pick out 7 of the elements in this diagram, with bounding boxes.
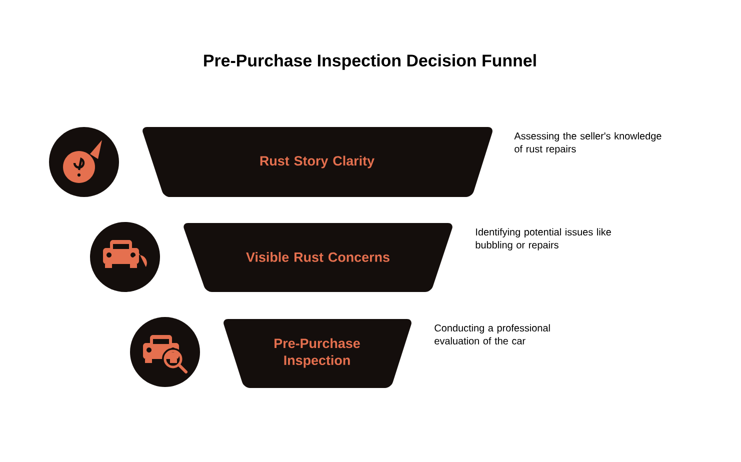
title: Pre-Purchase Inspection Decision Funnel: [204, 54, 536, 70]
description: Assessing the seller's knowledge of rust repairs: [514, 132, 662, 154]
funnel-segment: Pre-Purchase Inspection: [224, 319, 412, 388]
funnel-segment: Rust Story Clarity: [142, 127, 492, 197]
description: Conducting a professional evaluation of the car: [434, 324, 550, 344]
funnel-segment: Visible Rust Concerns: [184, 223, 452, 292]
description: Identifying potential issues like bubbling or repairs: [476, 228, 611, 250]
